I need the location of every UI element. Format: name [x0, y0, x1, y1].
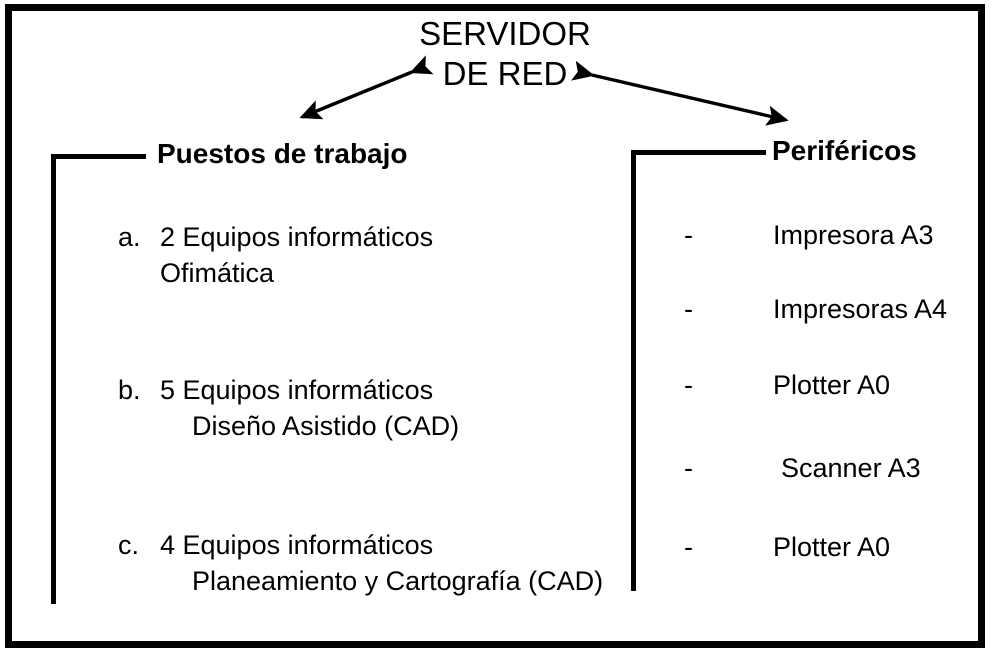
list-item-line2: Diseño Asistido (CAD): [192, 411, 460, 441]
list-item-line2: Ofimática: [160, 258, 275, 288]
left-bracket-horizontal: [51, 154, 146, 159]
list-item-marker: -: [684, 220, 693, 250]
list-item: - Impresora A3: [684, 219, 934, 251]
list-item-marker: c.: [118, 530, 140, 560]
list-item: - Scanner A3: [684, 452, 921, 484]
diagram-outer-frame: [5, 4, 985, 648]
list-item-line1: 5 Equipos informáticos: [160, 375, 434, 405]
list-item-marker: b.: [118, 375, 141, 405]
list-item: b. 5 Equipos informáticos Diseño Asistid…: [118, 372, 459, 444]
right-bracket-vertical: [631, 150, 636, 591]
list-item: c. 4 Equipos informáticos Planeamiento y…: [118, 527, 603, 599]
list-item-line2: Planeamiento y Cartografía (CAD): [192, 566, 604, 596]
list-item-label: Plotter A0: [773, 532, 891, 562]
right-bracket-horizontal: [631, 150, 766, 155]
list-item-marker: -: [684, 532, 693, 562]
central-node-servidor-de-red: SERVIDOR DE RED: [419, 15, 591, 92]
left-bracket-vertical: [51, 154, 56, 604]
branch-heading-puestos-de-trabajo: Puestos de trabajo: [157, 138, 408, 169]
list-item-label: Scanner A3: [781, 453, 921, 483]
list-item-marker: a.: [118, 222, 141, 252]
list-item-marker: -: [684, 294, 693, 324]
list-item-line1: 4 Equipos informáticos: [160, 530, 434, 560]
list-item: - Plotter A0: [684, 369, 890, 401]
list-item-label: Impresora A3: [773, 220, 934, 250]
branch-heading-perifericos: Periféricos: [772, 135, 917, 166]
list-item: - Plotter A0: [684, 531, 890, 563]
list-item-marker: -: [684, 370, 693, 400]
list-item-label: Impresoras A4: [773, 294, 948, 324]
list-item-line1: 2 Equipos informáticos: [160, 222, 434, 252]
list-item: a. 2 Equipos informáticos Ofimática: [118, 219, 433, 291]
list-item-label: Plotter A0: [773, 370, 891, 400]
list-item-marker: -: [684, 453, 693, 483]
list-item: - Impresoras A4: [684, 293, 947, 325]
